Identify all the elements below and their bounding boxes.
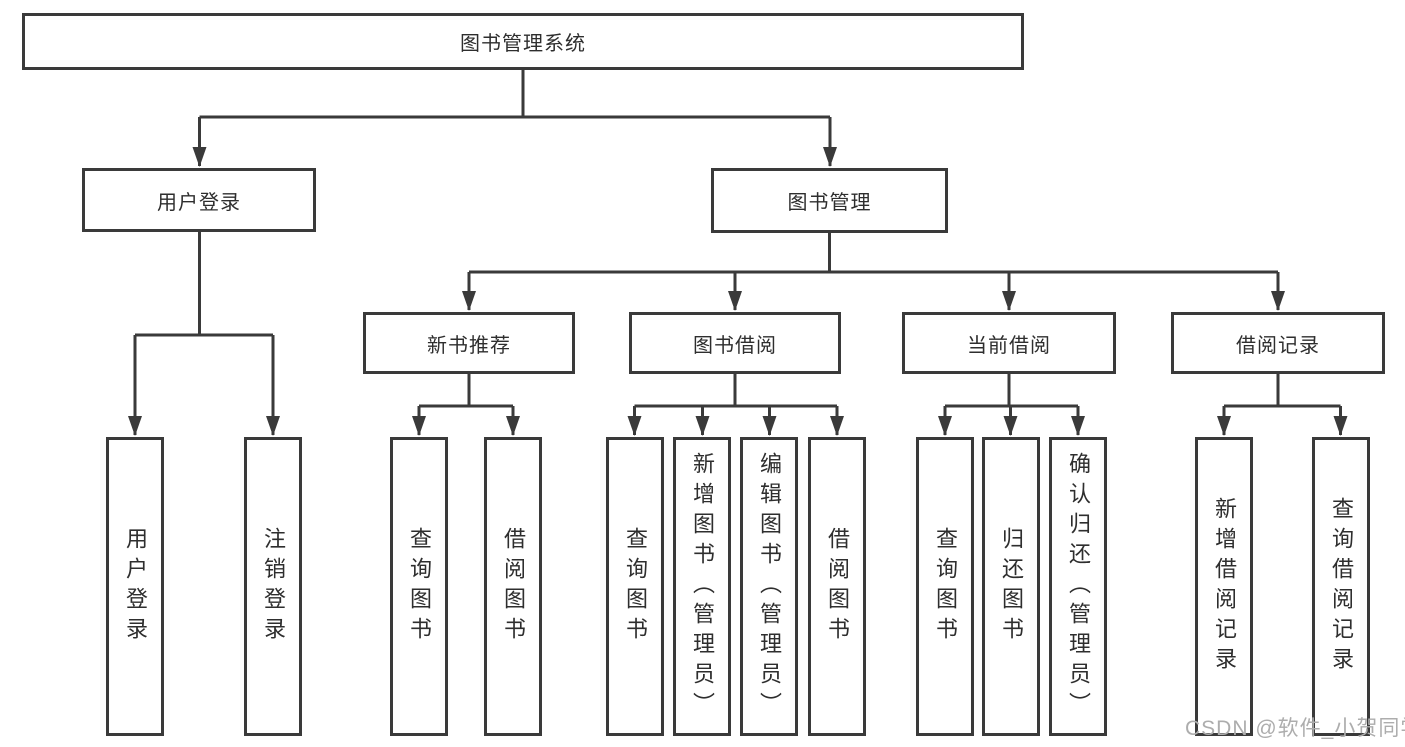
leaf-label: 新增借阅记录 (1212, 496, 1237, 677)
node-label: 当前借阅 (967, 334, 1051, 357)
leaf-search-books-borrow: 查询图书 (606, 437, 664, 736)
node-label: 新书推荐 (427, 334, 511, 357)
csdn-watermark: CSDN @软件_小贺同学 (1185, 717, 1405, 740)
node-book-borrow: 图书借阅 (629, 312, 841, 374)
leaf-label: 编辑图书（管理员） (757, 451, 782, 722)
leaf-label: 确认归还（管理员） (1066, 451, 1091, 722)
leaf-edit-books-admin: 编辑图书（管理员） (740, 437, 798, 736)
leaf-user-login: 用户登录 (106, 437, 164, 736)
node-label: 图书管理系统 (460, 33, 586, 55)
leaf-label: 查询图书 (933, 526, 958, 647)
node-borrow-records: 借阅记录 (1171, 312, 1385, 374)
node-label: 图书借阅 (693, 334, 777, 357)
node-label: 用户登录 (157, 191, 241, 214)
leaf-borrow-books-recommend: 借阅图书 (484, 437, 542, 736)
leaf-search-books-current: 查询图书 (916, 437, 974, 736)
leaf-search-borrow-record: 查询借阅记录 (1312, 437, 1370, 736)
leaf-return-books: 归还图书 (982, 437, 1040, 736)
leaf-label: 查询借阅记录 (1329, 496, 1354, 677)
leaf-label: 借阅图书 (825, 526, 850, 647)
leaf-label: 借阅图书 (501, 526, 526, 647)
node-label: 借阅记录 (1236, 334, 1320, 357)
node-current-borrow: 当前借阅 (902, 312, 1116, 374)
leaf-label: 用户登录 (123, 526, 148, 647)
leaf-label: 归还图书 (999, 526, 1024, 647)
node-new-book-recommend: 新书推荐 (363, 312, 575, 374)
leaf-confirm-return-admin: 确认归还（管理员） (1049, 437, 1107, 736)
leaf-label: 注销登录 (261, 526, 286, 647)
leaf-label: 新增图书（管理员） (690, 451, 715, 722)
leaf-add-books-admin: 新增图书（管理员） (673, 437, 731, 736)
node-library-management-system: 图书管理系统 (22, 13, 1024, 70)
leaf-search-books-recommend: 查询图书 (390, 437, 448, 736)
leaf-label: 查询图书 (623, 526, 648, 647)
node-label: 图书管理 (787, 192, 872, 214)
leaf-borrow-books: 借阅图书 (808, 437, 866, 736)
leaf-logout: 注销登录 (244, 437, 302, 736)
node-book-management: 图书管理 (711, 168, 948, 233)
leaf-add-borrow-record: 新增借阅记录 (1195, 437, 1253, 736)
node-user-login: 用户登录 (82, 168, 316, 232)
leaf-label: 查询图书 (407, 526, 432, 647)
